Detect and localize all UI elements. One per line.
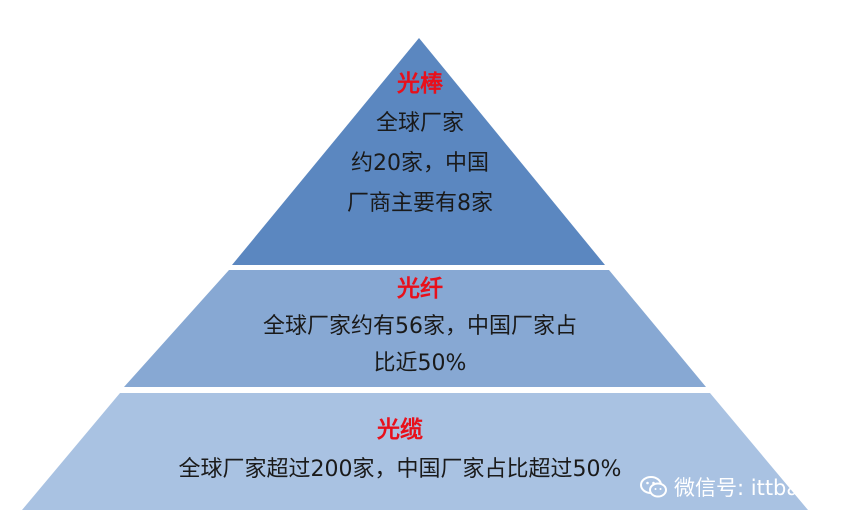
tier-middle-title: 光纤	[397, 276, 443, 302]
tier-middle-text: 光纤 全球厂家约有56家，中国厂家占 比近50%	[170, 271, 670, 382]
tier-bottom-text: 光缆 全球厂家超过200家，中国厂家占比超过50%	[120, 410, 680, 490]
tier-top-line-1: 全球厂家	[375, 111, 464, 136]
tier-top-line-3: 厂商主要有8家	[347, 191, 493, 216]
pyramid-tier-middle	[124, 270, 706, 387]
wechat-watermark: 微信号: ittbank	[640, 470, 825, 504]
tier-middle-line-2: 比近50%	[373, 351, 467, 376]
tier-top-line-2: 约20家，中国	[351, 151, 489, 176]
watermark-text: 微信号: ittbank	[674, 476, 825, 500]
pyramid-tier-top	[232, 38, 605, 265]
tier-top-text: 光棒 全球厂家 约20家，中国 厂商主要有8家	[300, 64, 540, 224]
wechat-icon	[640, 476, 667, 498]
tier-middle-line-1: 全球厂家约有56家，中国厂家占	[263, 314, 577, 339]
tier-top-title: 光棒	[397, 71, 443, 97]
tier-bottom-line-1: 全球厂家超过200家，中国厂家占比超过50%	[178, 457, 622, 482]
pyramid-tier-bottom	[22, 393, 808, 510]
tier-bottom-title: 光缆	[377, 417, 423, 443]
